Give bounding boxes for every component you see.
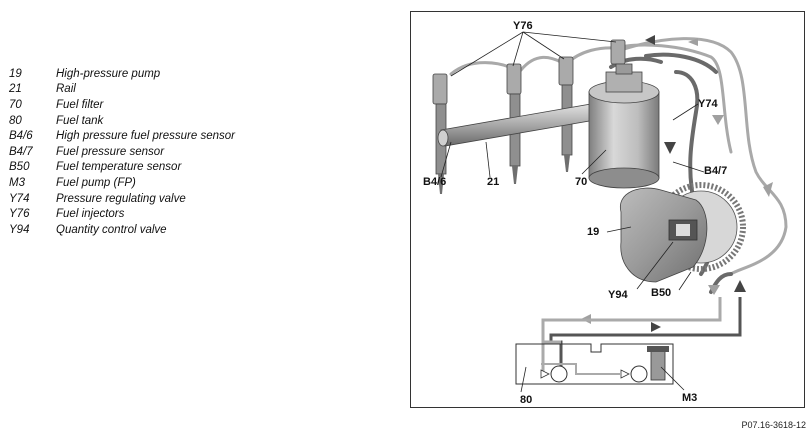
legend-code: 21 [9, 83, 22, 96]
arrow-down-icon [712, 115, 724, 125]
legend-item: B4/6 High pressure fuel pressure sensor [9, 128, 299, 144]
legend-desc: Fuel pressure sensor [56, 145, 165, 158]
legend-code: M3 [9, 176, 25, 189]
diagram-canvas: Y76 Y74 B4/6 21 70 B4/7 19 Y94 B50 80 M3 [423, 20, 788, 406]
legend-code: Y94 [9, 223, 30, 236]
legend-code: 80 [9, 114, 22, 127]
leader-lines [440, 31, 705, 393]
legend-desc: High-pressure pump [56, 67, 161, 80]
fuel-tank [515, 343, 674, 385]
figure-reference: P07.16-3618-12 [741, 420, 806, 430]
legend-desc: Fuel filter [56, 98, 104, 111]
legend-code: 19 [9, 67, 22, 80]
legend-desc: Pressure regulating valve [56, 192, 186, 205]
callout-labels: Y76 Y74 B4/6 21 70 B4/7 19 Y94 B50 80 M3 [423, 20, 727, 406]
label-fuel-pump: M3 [682, 392, 697, 404]
injector-4 [610, 39, 626, 65]
legend-code: 70 [9, 98, 22, 111]
label-high-pressure-pump: 19 [587, 226, 599, 238]
legend-code: Y76 [9, 208, 30, 221]
legend-item: Y76 Fuel injectors [9, 206, 299, 222]
legend-code: B50 [9, 161, 30, 174]
legend-code: Y74 [9, 192, 30, 205]
legend-item: M3 Fuel pump (FP) [9, 175, 299, 191]
legend-item: 21 Rail [9, 82, 299, 98]
legend-item: 70 Fuel filter [9, 97, 299, 113]
arrow-left-icon [645, 35, 655, 45]
legend-desc: Fuel pump (FP) [56, 176, 136, 189]
legend-desc: Fuel injectors [56, 208, 125, 221]
label-fuel-tank: 80 [520, 394, 532, 406]
label-rail: 21 [487, 176, 499, 188]
arrow-down-icon [708, 285, 720, 295]
high-pressure-pump [619, 182, 746, 283]
label-b4-7: B4/7 [704, 165, 727, 177]
label-fuel-filter: 70 [575, 176, 587, 188]
legend-code: B4/6 [9, 130, 33, 143]
legend-desc: Quantity control valve [56, 223, 167, 236]
legend-desc: Fuel temperature sensor [56, 161, 182, 174]
tank-lines [541, 297, 742, 372]
label-y94: Y94 [608, 289, 628, 301]
legend-desc: Rail [56, 83, 76, 96]
legend-list: 19 High-pressure pump 21 Rail 70 Fuel filte… [9, 66, 299, 238]
flow-arrows-dark [645, 35, 746, 332]
label-y76: Y76 [513, 20, 533, 32]
legend-item: Y74 Pressure regulating valve [9, 191, 299, 207]
legend-item: 80 Fuel tank [9, 113, 299, 129]
arrow-right-icon [651, 322, 661, 332]
legend-desc: High pressure fuel pressure sensor [56, 130, 235, 143]
arrow-down-icon [763, 182, 773, 197]
arrow-down-icon [664, 142, 676, 154]
legend-item: 19 High-pressure pump [9, 66, 299, 82]
legend-desc: Fuel tank [56, 114, 104, 127]
fuel-system-diagram: Y76 Y74 B4/6 21 70 B4/7 19 Y94 B50 80 M3 [410, 11, 805, 408]
legend-item: Y94 Quantity control valve [9, 222, 299, 238]
legend-item: B4/7 Fuel pressure sensor [9, 144, 299, 160]
label-y74: Y74 [698, 98, 718, 110]
legend-code: B4/7 [9, 145, 33, 158]
arrow-up-icon [734, 280, 746, 292]
arrow-right-icon [688, 38, 698, 46]
legend-item: B50 Fuel temperature sensor [9, 160, 299, 176]
label-b4-6: B4/6 [423, 176, 446, 188]
label-b50: B50 [651, 287, 671, 299]
fuel-filter [588, 63, 660, 189]
